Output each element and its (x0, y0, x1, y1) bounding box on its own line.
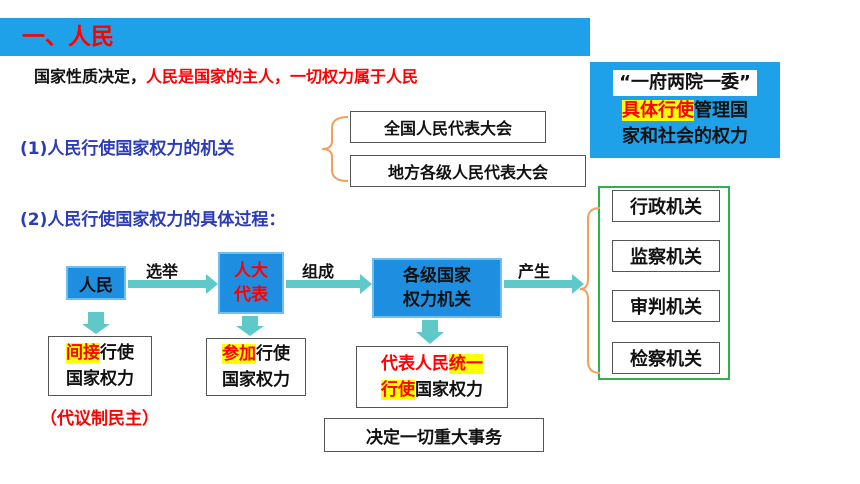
arrow-produce (504, 274, 584, 294)
state-organs-bracket (579, 207, 601, 374)
down-arrow-people (82, 312, 110, 334)
node-npc-line1: 人大 (234, 261, 268, 281)
node-npc-line2: 代表 (234, 285, 268, 305)
node-power-organs: 各级国家 权力机关 (372, 258, 502, 318)
arrow-compose (286, 274, 372, 294)
down-arrow-organs (416, 320, 444, 344)
state-organs-frame (598, 186, 730, 380)
one-government-box: “一府两院一委” 具体行使管理国 家和社会的权力 (590, 62, 780, 158)
node-organs-line2: 权力机关 (403, 290, 471, 310)
one-government-text: 管理国 (694, 100, 748, 121)
node-npc-deputies: 人大 代表 (218, 252, 284, 314)
note-npc-rest: 行使 (256, 344, 290, 364)
organ-procuratorial: 检察机关 (612, 342, 720, 374)
down-arrow-npc (236, 316, 264, 336)
label-produce: 产生 (518, 262, 551, 281)
one-government-title: “一府两院一委” (613, 70, 757, 96)
organ-supervisory: 监察机关 (612, 240, 720, 272)
organ-local-congress: 地方各级人民代表大会 (350, 155, 586, 187)
note-people-line2: 国家权力 (66, 369, 134, 389)
note-organs-p3: 行使 (381, 380, 415, 400)
organ-administrative: 行政机关 (612, 190, 720, 222)
note-organs-p1: 代表人民 (381, 354, 449, 374)
section2-label: (2)人民行使国家权力的具体过程： (20, 210, 286, 230)
one-government-line3: 家和社会的权力 (622, 126, 748, 147)
page-title: 一、人民 (22, 24, 114, 50)
arrow-elect (128, 274, 218, 294)
organ-judicial: 审判机关 (612, 290, 720, 322)
note-organs: 代表人民统一 行使国家权力 (356, 346, 508, 408)
header-bar (0, 18, 590, 56)
node-organs-line1: 各级国家 (403, 266, 471, 286)
section1-bracket (321, 116, 349, 182)
note-representative-democracy: （代议制民主） (40, 409, 159, 429)
node-people: 人民 (66, 266, 126, 300)
intro-text: 国家性质决定，人民是国家的主人，一切权力属于人民 (34, 63, 418, 87)
note-npc-line2: 国家权力 (222, 370, 290, 390)
one-government-highlight: 具体行使 (622, 100, 694, 121)
label-compose: 组成 (302, 262, 335, 281)
note-npc: 参加行使 国家权力 (206, 338, 306, 396)
note-npc-hl: 参加 (222, 344, 256, 364)
note-people-hl: 间接 (66, 343, 100, 363)
section1-label: (1)人民行使国家权力的机关 (20, 139, 235, 159)
note-organs-p2: 统一 (449, 354, 483, 374)
organ-npc: 全国人民代表大会 (350, 111, 546, 143)
note-decide-matters: 决定一切重大事务 (324, 418, 544, 452)
intro-part1: 国家性质决定， (34, 67, 147, 86)
note-people-rest: 行使 (100, 343, 134, 363)
intro-part2: 人民是国家的主人，一切权力属于人民 (146, 67, 419, 86)
note-people: 间接行使 国家权力 (48, 336, 152, 396)
note-organs-p4: 国家权力 (415, 380, 483, 400)
label-elect: 选举 (146, 262, 179, 281)
